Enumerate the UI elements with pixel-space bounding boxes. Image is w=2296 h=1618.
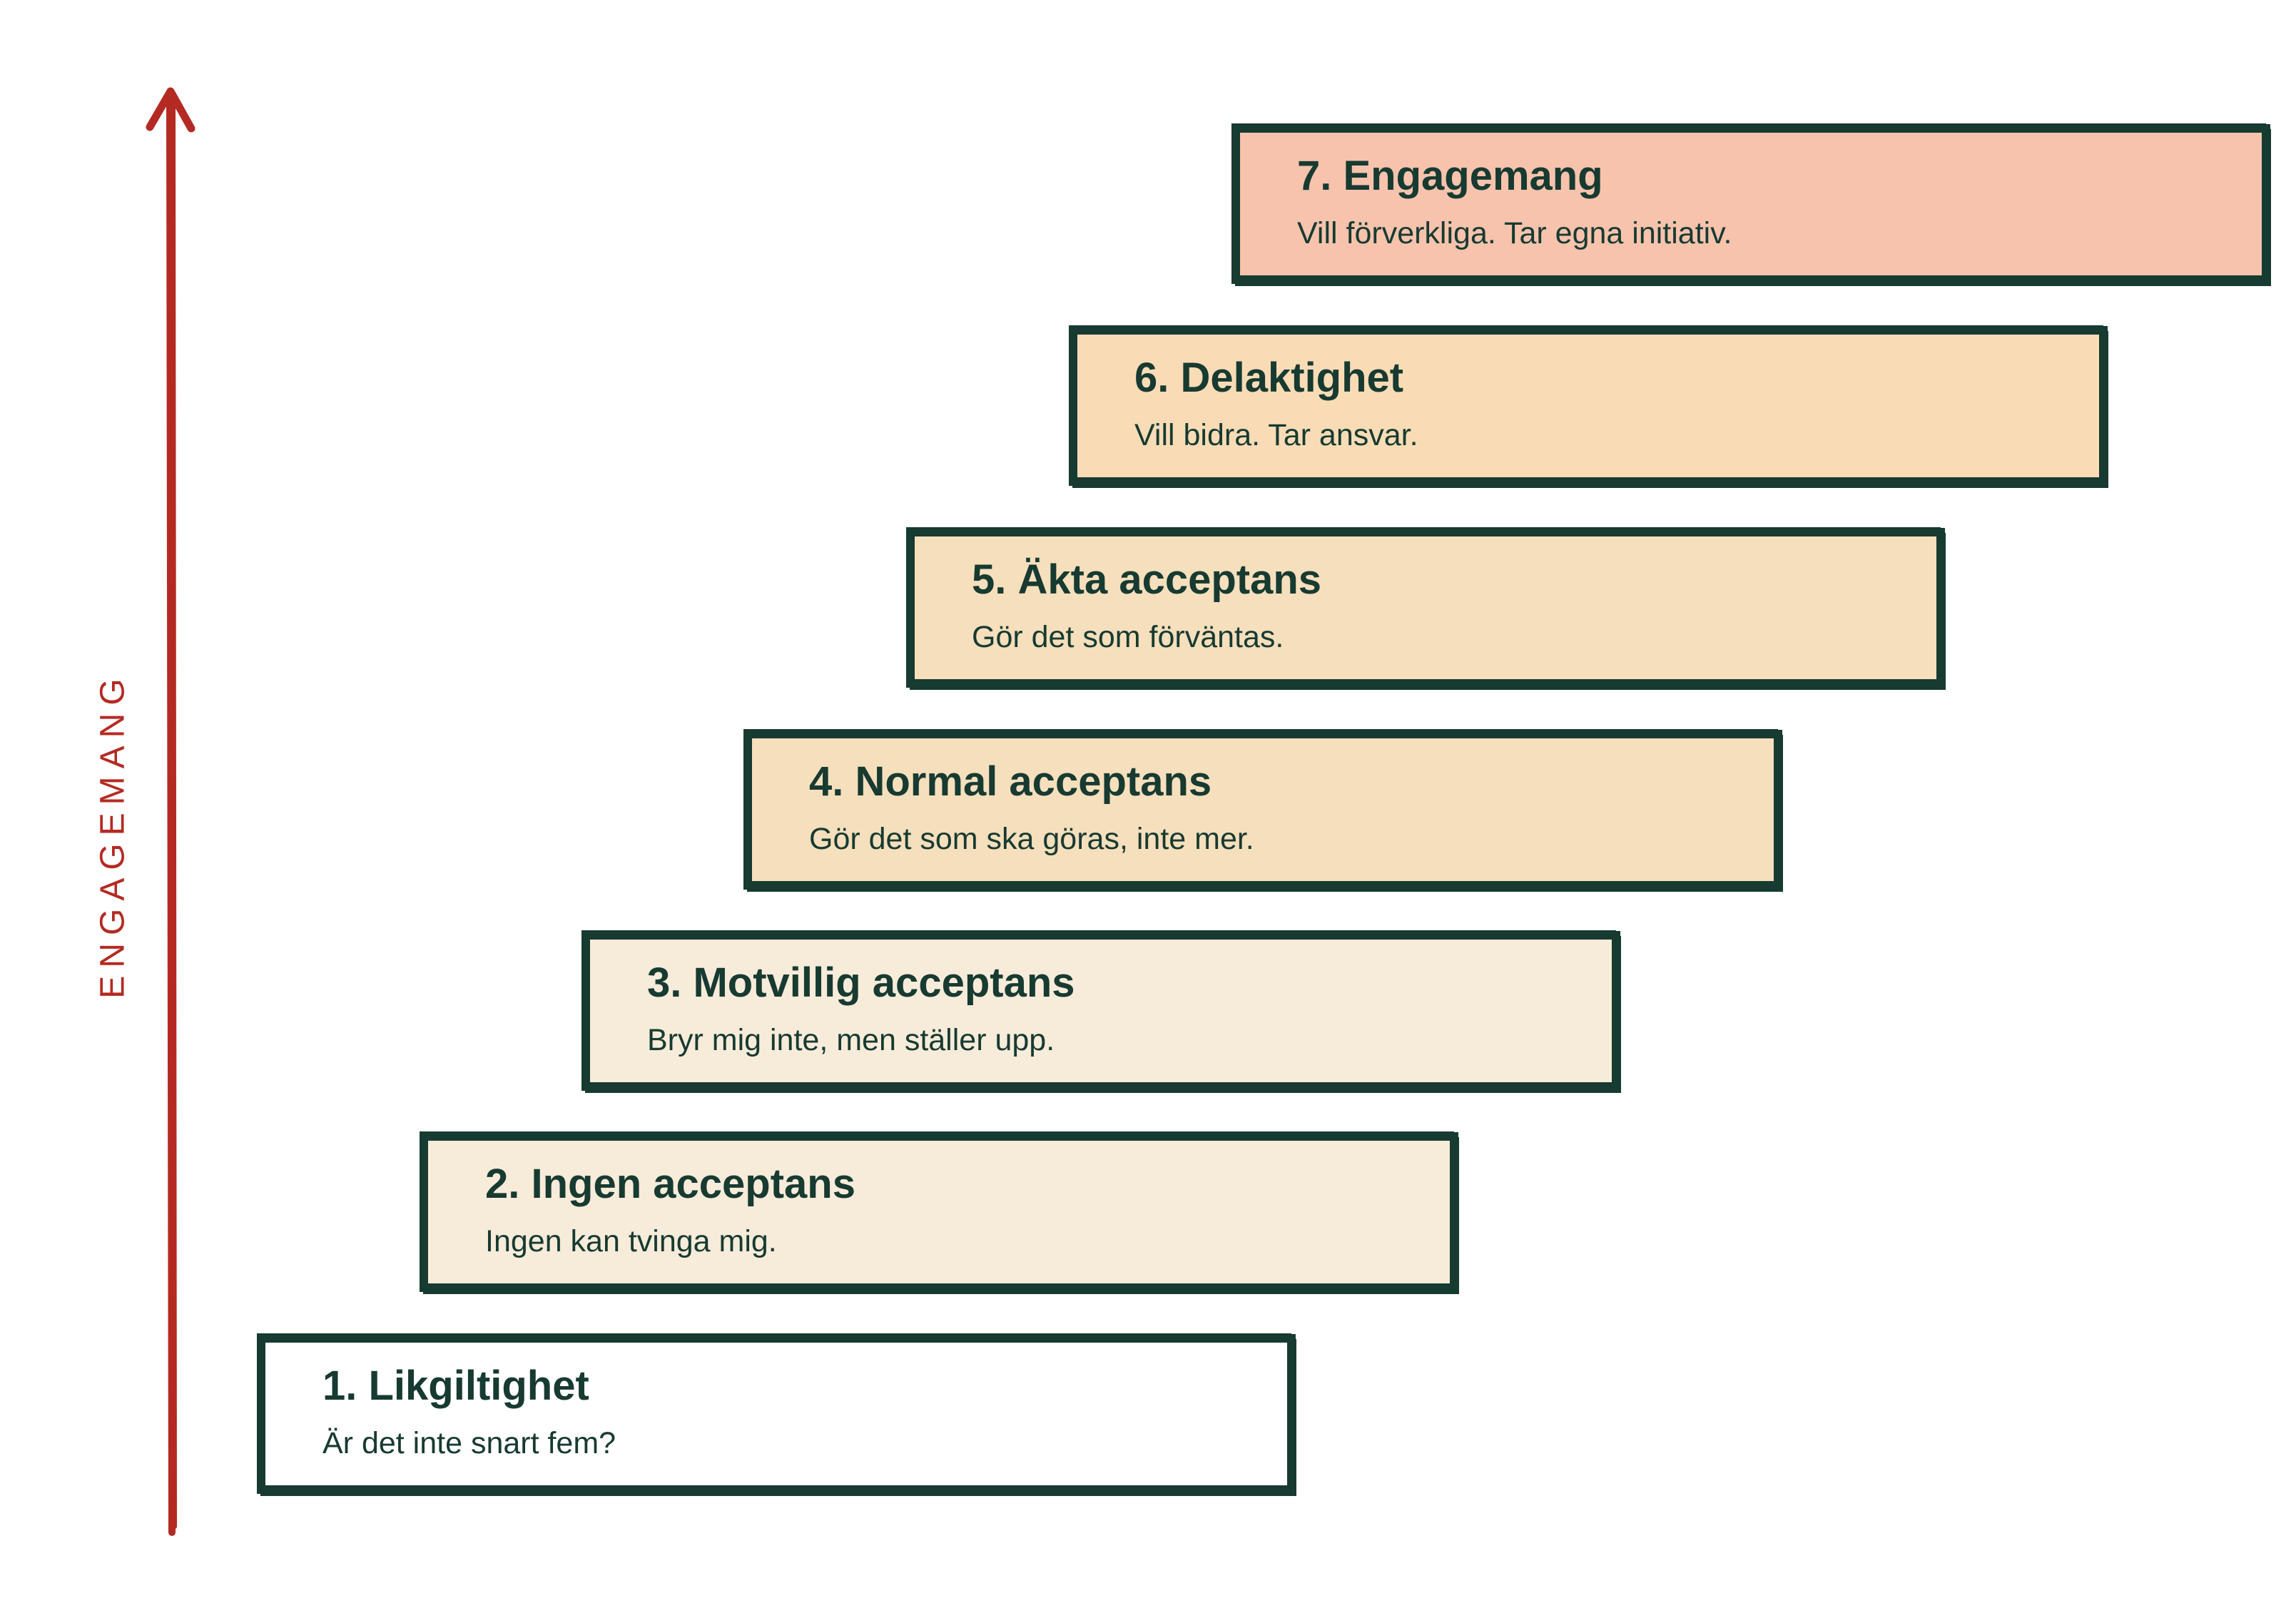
step-6: 6. Delaktighet Vill bidra. Tar ansvar. xyxy=(1069,326,2108,486)
step-3: 3. Motvillig acceptans Bryr mig inte, me… xyxy=(581,931,1620,1091)
step-title: 1. Likgiltighet xyxy=(322,1363,589,1409)
step-4: 4. Normal acceptans Gör det som ska göra… xyxy=(743,730,1782,890)
step-description: Gör det som ska göras, inte mer. xyxy=(809,822,1254,856)
arrow-head xyxy=(146,87,195,133)
axis-label: ENGAGEMANG xyxy=(93,671,132,999)
step-description: Vill bidra. Tar ansvar. xyxy=(1134,418,1418,452)
step-title: 7. Engagemang xyxy=(1297,153,1603,199)
step-1: 1. Likgiltighet Är det inte snart fem? xyxy=(257,1334,1296,1494)
arrow-shaft-sketch xyxy=(171,105,177,1529)
step-description: Gör det som förväntas. xyxy=(972,620,1284,654)
arrow-shaft xyxy=(166,96,176,1536)
step-title: 3. Motvillig acceptans xyxy=(647,960,1075,1006)
step-description: Är det inte snart fem? xyxy=(322,1426,616,1460)
step-2: 2. Ingen acceptans Ingen kan tvinga mig. xyxy=(420,1132,1458,1292)
step-title: 6. Delaktighet xyxy=(1134,355,1404,401)
step-description: Vill förverkliga. Tar egna initiativ. xyxy=(1297,216,1732,250)
step-description: Ingen kan tvinga mig. xyxy=(485,1224,777,1258)
step-5: 5. Äkta acceptans Gör det som förväntas. xyxy=(906,528,1945,688)
step-7: 7. Engagemang Vill förverkliga. Tar egna… xyxy=(1231,124,2270,284)
step-title: 4. Normal acceptans xyxy=(809,758,1212,805)
step-title: 2. Ingen acceptans xyxy=(485,1161,855,1207)
step-title: 5. Äkta acceptans xyxy=(972,556,1322,603)
step-description: Bryr mig inte, men ställer upp. xyxy=(647,1023,1055,1057)
